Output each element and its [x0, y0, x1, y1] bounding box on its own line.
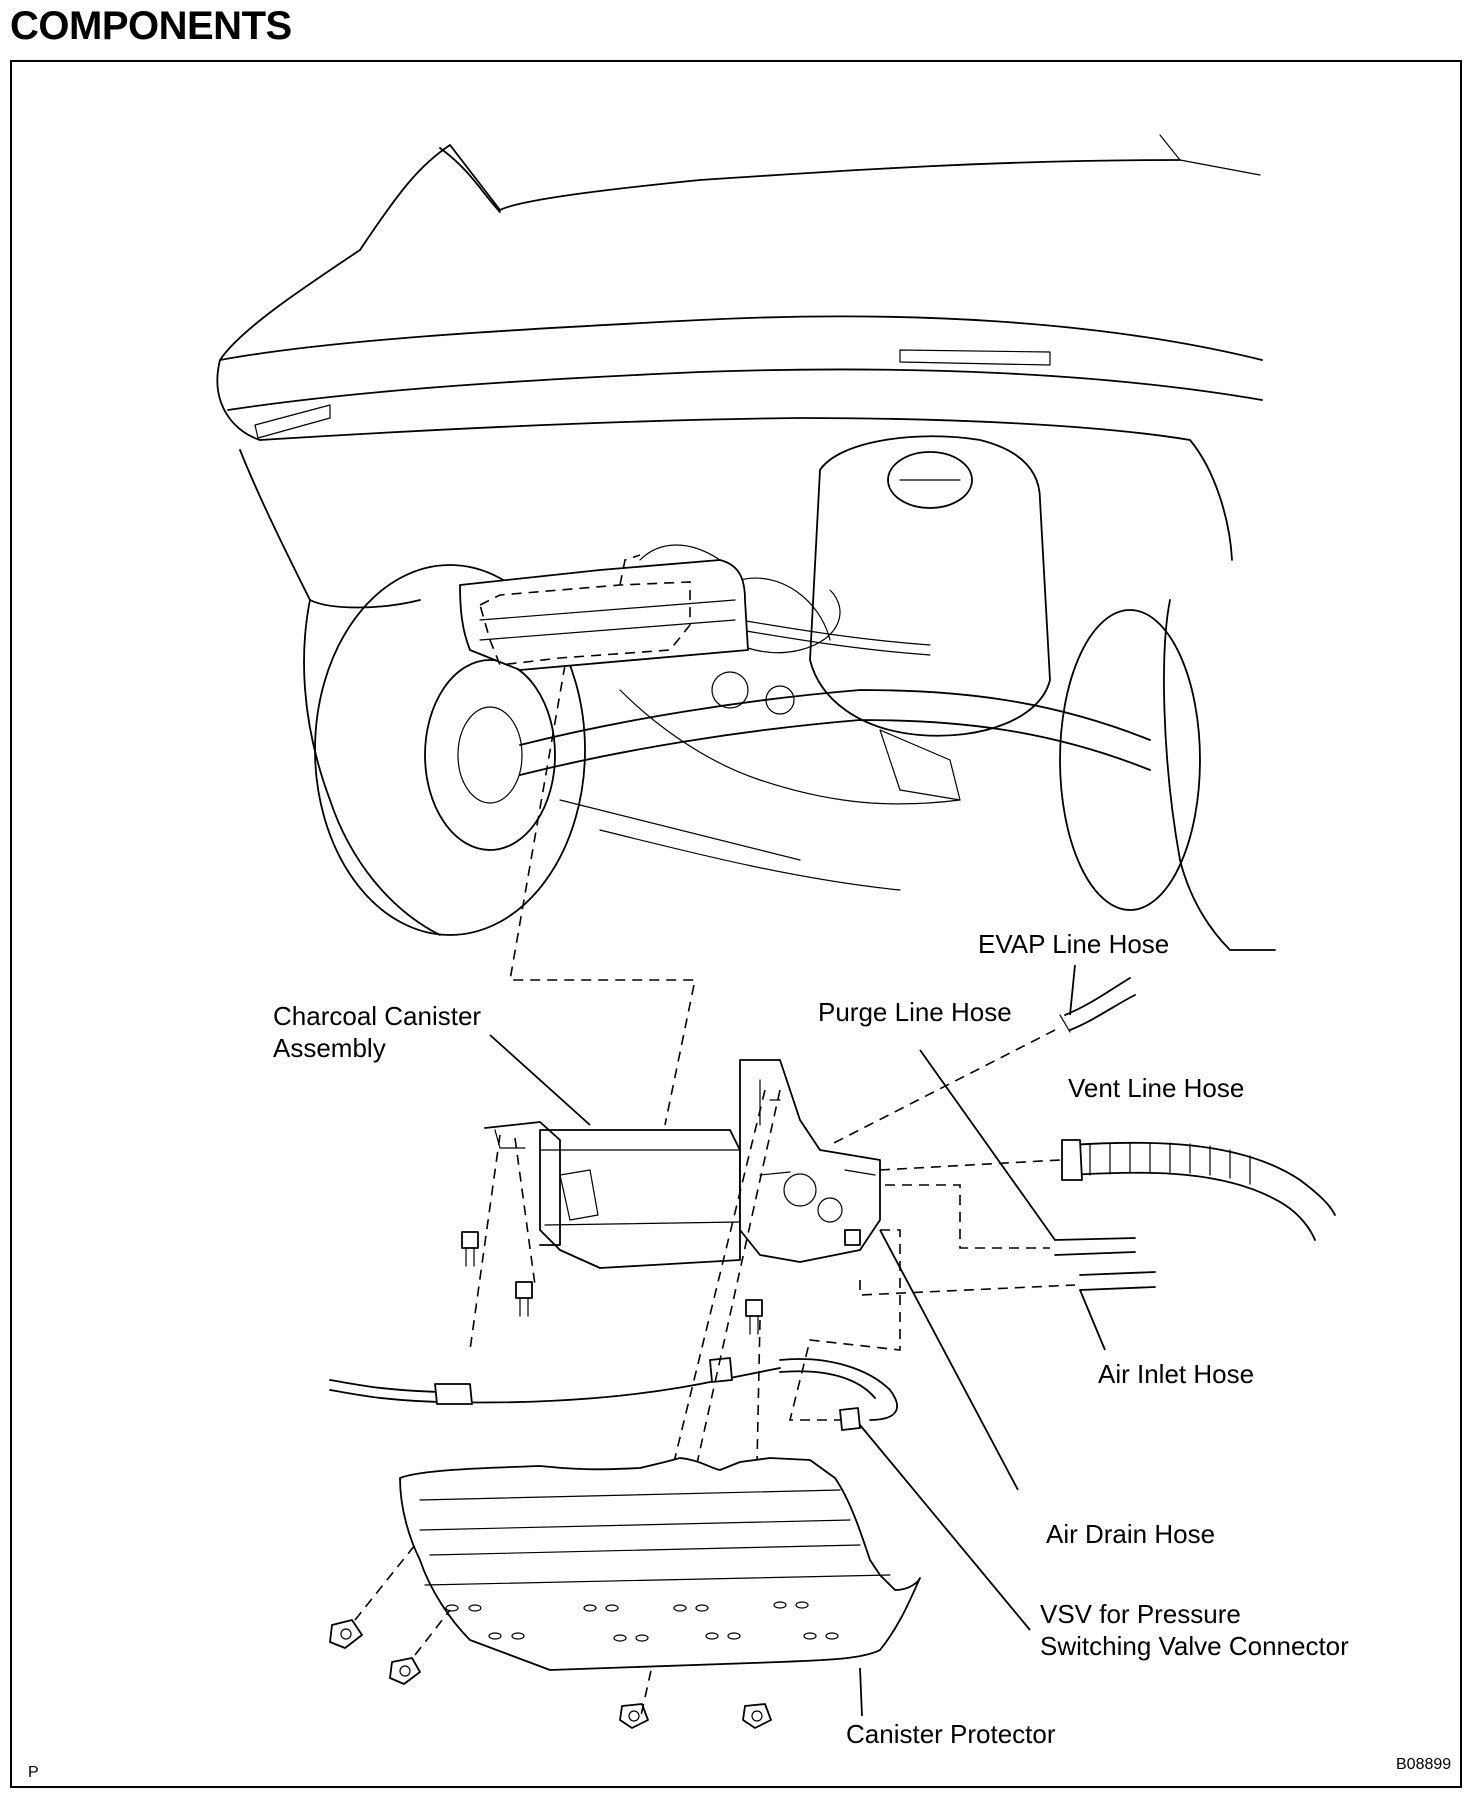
bolt-icon	[745, 1299, 763, 1335]
leader-lines	[489, 964, 1106, 1717]
page-title: COMPONENTS	[10, 4, 292, 48]
vehicle-underbody	[216, 134, 1276, 951]
diagram-frame	[10, 60, 1462, 1788]
corner-mark: P	[28, 1764, 39, 1781]
label-evap-line-hose: EVAP Line Hose	[978, 929, 1170, 959]
label-canister-protector: Canister Protector	[846, 1719, 1056, 1749]
bolt-icon	[844, 1229, 861, 1246]
bolt-icon	[515, 1281, 533, 1317]
label-vent-line-hose: Vent Line Hose	[1068, 1073, 1245, 1103]
nut-icon	[742, 1703, 772, 1729]
label-vsv-line1: VSV for Pressure	[1040, 1599, 1241, 1629]
label-purge-line-hose: Purge Line Hose	[818, 997, 1012, 1027]
label-charcoal-canister-line2: Assembly	[273, 1033, 386, 1063]
bolt-icon	[461, 1231, 479, 1267]
canister-protector	[329, 1457, 921, 1729]
label-charcoal-canister-line1: Charcoal Canister	[273, 1001, 482, 1031]
nut-icon	[329, 1619, 363, 1649]
figure-code: B08899	[1396, 1756, 1452, 1773]
nut-icon	[619, 1703, 649, 1729]
charcoal-canister-assembly	[461, 1059, 881, 1335]
label-vsv-line2: Switching Valve Connector	[1040, 1631, 1349, 1661]
label-air-drain-hose: Air Drain Hose	[1046, 1519, 1216, 1549]
nut-icon	[389, 1657, 421, 1685]
hoses	[329, 977, 1336, 1431]
label-air-inlet-hose: Air Inlet Hose	[1098, 1359, 1255, 1389]
